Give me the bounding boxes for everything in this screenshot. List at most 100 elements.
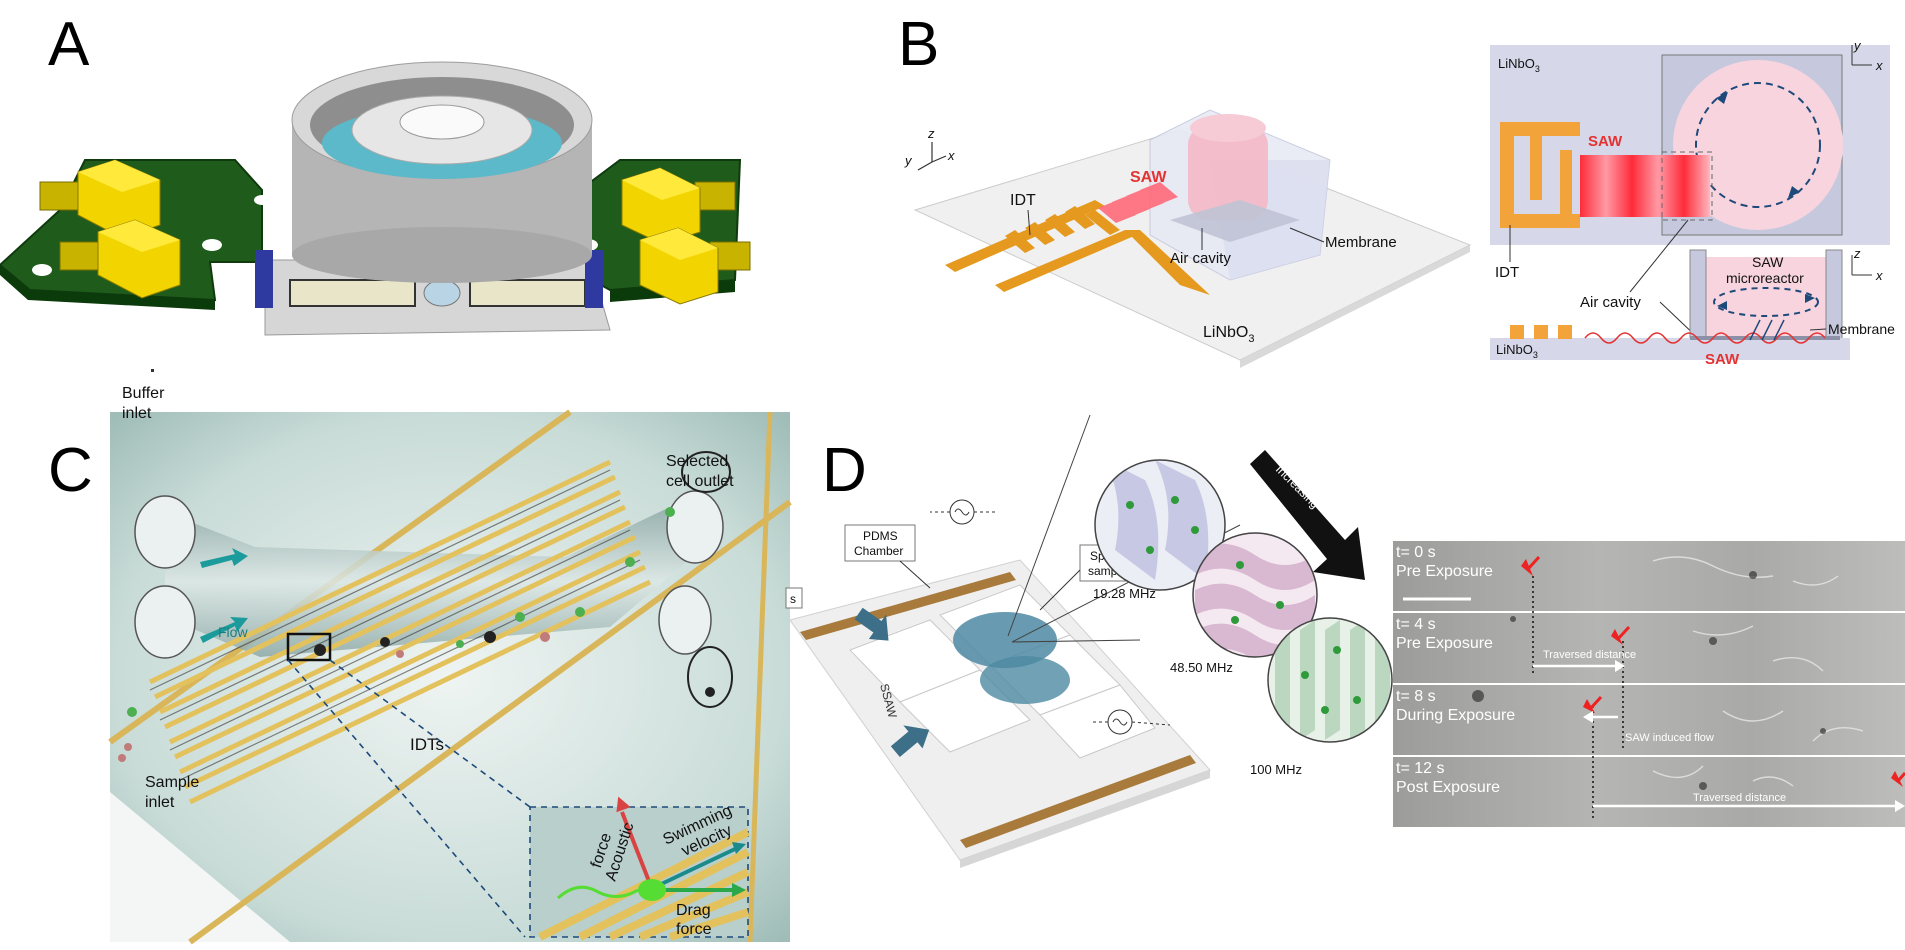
frame-2-phase: Pre Exposure <box>1396 635 1493 652</box>
freq-bubble-3 <box>1267 617 1393 743</box>
zoom-box <box>286 632 332 662</box>
micrograph-frame-2 <box>1393 613 1905 683</box>
frame-4-note: Traversed distance <box>1693 792 1786 804</box>
side-membrane <box>1690 336 1840 340</box>
reservoir-cylinder <box>291 61 593 283</box>
drag-force-label-1: Drag <box>676 902 711 919</box>
micrograph-frame-1 <box>1393 541 1905 611</box>
idt-right <box>469 279 586 307</box>
panel-b-left-schematic: z y x IDT SAW Air cavity Membrane LiNbO3 <box>904 109 1472 368</box>
microreactor-top <box>1190 114 1266 142</box>
sample-inlet-label-1: Sample <box>145 774 199 791</box>
outlet-ring <box>681 451 731 493</box>
sma-connector <box>39 159 161 239</box>
device-base-edge <box>960 770 1210 868</box>
frame-3-time: t= 8 s <box>1396 688 1436 705</box>
axis-z-label: z <box>927 126 935 141</box>
microreactor-circle <box>1673 60 1843 230</box>
linbo3-side-label: LiNbO3 <box>1496 342 1538 360</box>
microreactor-label-1: SAW <box>1752 254 1784 270</box>
microreactor-label-2: microreactor <box>1726 270 1804 286</box>
flow-arrow <box>1788 186 1800 198</box>
cut-label: s <box>790 592 796 606</box>
micrograph-overlay: Traversed distance SAW induced flow Trav… <box>1403 555 1905 821</box>
mount-hole <box>202 239 222 251</box>
frame-3-phase: During Exposure <box>1396 707 1516 724</box>
air-cavity-label: Air cavity <box>1170 250 1231 267</box>
sperm-cell <box>638 879 666 901</box>
debris <box>1472 571 1826 790</box>
selected-outlet-label-2: cell outlet <box>666 473 734 490</box>
axes-top <box>1851 45 1872 66</box>
panel-a-letter: A <box>48 10 90 79</box>
saw-beam <box>1580 155 1710 217</box>
buffer-inlet-label-2: inlet <box>122 405 152 422</box>
axis-z-side: z <box>1853 246 1861 261</box>
side-substrate <box>1490 338 1850 360</box>
frame-2-time: t= 4 s <box>1396 616 1436 633</box>
swimming-velocity-arrow <box>654 847 736 889</box>
axis-y-label: y <box>904 153 913 168</box>
pdms-label-2: Chamber <box>854 544 903 558</box>
pdms-label-box <box>844 524 916 562</box>
flow-arrow <box>1716 92 1728 104</box>
center-well <box>423 279 461 307</box>
panel-d-frequency-bubbles: 19.28 MHz 48.50 MHz 100 MHz Increasing <box>1093 450 1393 777</box>
pdms-label-1: PDMS <box>863 529 898 543</box>
axis-x-top: x <box>1875 58 1883 73</box>
axes-left <box>917 142 947 171</box>
buffer-inlet-label-1: Buffer <box>122 385 165 402</box>
flow-circle <box>1695 82 1821 208</box>
waste-outlet-port <box>658 585 712 655</box>
frame-1-time: t= 0 s <box>1396 544 1436 561</box>
acoustic-force-arrow <box>620 811 654 890</box>
side-idt <box>1510 325 1572 339</box>
freq-label-2: 48.50 MHz <box>1170 660 1233 675</box>
axis-x-label: x <box>947 148 955 163</box>
gold-electrodes <box>800 572 1196 848</box>
idt-fingers <box>148 459 652 805</box>
side-view-microreactor <box>1689 249 1843 343</box>
frame-4-phase: Post Exposure <box>1396 779 1501 796</box>
frame-3-note: SAW induced flow <box>1625 732 1714 744</box>
sperm-chamber <box>980 656 1070 704</box>
cells <box>118 507 715 762</box>
sma-connector <box>59 219 181 299</box>
frame-2-note: Traversed distance <box>1543 649 1636 661</box>
saw-dashed-box <box>1661 151 1713 221</box>
sma-connector <box>621 167 736 245</box>
sma-connector <box>639 227 751 305</box>
saw-sine-wave <box>1584 332 1826 344</box>
panel-a-device-illustration <box>0 61 751 336</box>
freq-bubble-2 <box>1192 532 1318 658</box>
pcb-left-edge <box>0 265 215 310</box>
mount-hole <box>32 264 52 276</box>
frame-4-time: t= 12 s <box>1396 760 1445 777</box>
saw-wave <box>1098 182 1178 223</box>
idt-left <box>289 279 416 307</box>
sample-inlet-port <box>134 585 196 659</box>
microreactor-chamber <box>1188 125 1268 220</box>
panel-c-letter: C <box>48 436 93 505</box>
panel-d-ssaw-device: SSAW PDMS Chamber Sperm sample s <box>785 414 1241 868</box>
sperm-tails <box>1652 556 1864 787</box>
mount-hole <box>254 195 270 205</box>
membrane-label: Membrane <box>1325 234 1397 251</box>
ssaw-arrow <box>854 607 930 757</box>
idts-label: IDTs <box>410 735 444 754</box>
linbo3-substrate-edge <box>1240 245 1470 368</box>
buffer-inlet-port <box>134 495 196 569</box>
axes-side <box>1851 255 1872 276</box>
zoom-inset <box>529 796 750 941</box>
axis-y-top: y <box>1853 38 1862 53</box>
air-cavity-right-label: Air cavity <box>1580 294 1641 311</box>
clamp-left <box>255 250 273 308</box>
acoustic-streaming-arrows <box>1749 319 1785 341</box>
panel-b-right-schematic: LiNbO3 y x SAW IDT Air cavity SAW micror… <box>1490 38 1895 368</box>
drag-force-label-2: force <box>676 921 712 938</box>
flow-label: Flow <box>218 624 248 640</box>
linbo3-label: LiNbO3 <box>1203 324 1254 345</box>
idt-right-label: IDT <box>1495 264 1519 281</box>
saw-top-label: SAW <box>1588 133 1623 150</box>
saw-label: SAW <box>1130 169 1167 186</box>
